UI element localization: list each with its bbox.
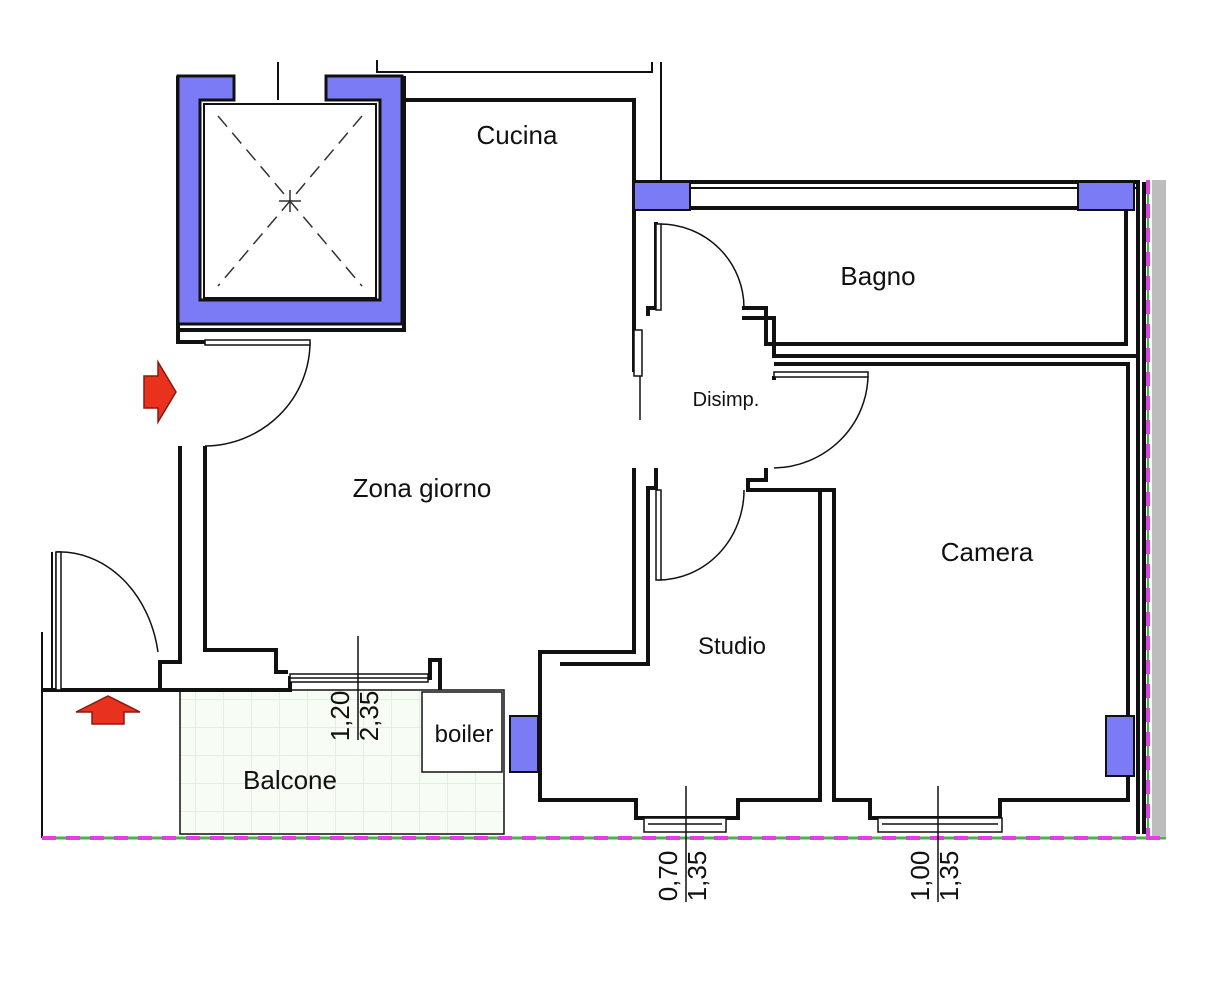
- entrance-arrow-up: [75, 695, 141, 725]
- top-outline: [277, 60, 662, 180]
- column-bagno: [1077, 181, 1135, 211]
- property-boundary: [42, 180, 1166, 840]
- studio-window-height: 1,35: [682, 851, 712, 902]
- column-kitchen: [633, 181, 691, 211]
- column-camera: [1105, 715, 1135, 777]
- label-disimpegno: Disimp.: [693, 389, 760, 411]
- walls: [42, 76, 1146, 834]
- boiler-box: [421, 691, 503, 773]
- label-studio: Studio: [698, 633, 766, 660]
- camera-window-width: 1,00: [905, 851, 935, 902]
- cross-x-icon: [217, 115, 363, 287]
- balcony-window-width: 1,20: [325, 691, 355, 742]
- label-bagno: Bagno: [840, 261, 915, 291]
- right-gray-band: [1152, 180, 1166, 836]
- studio-window-width: 0,70: [653, 851, 683, 902]
- kitchen-sliding-door[interactable]: [633, 329, 643, 377]
- camera-door[interactable]: [773, 373, 869, 469]
- camera-window-frame[interactable]: [877, 817, 1003, 833]
- entrance-arrow-right: [143, 359, 177, 425]
- label-camera: Camera: [941, 537, 1034, 567]
- camera-window-height: 1,35: [934, 851, 964, 902]
- stair-well: [176, 74, 404, 326]
- label-zona-giorno: Zona giorno: [353, 473, 492, 503]
- bagno-door[interactable]: [659, 223, 745, 310]
- windows: [289, 673, 1003, 833]
- label-cucina: Cucina: [477, 120, 558, 150]
- balcony-door[interactable]: [55, 551, 159, 690]
- entrance-door[interactable]: [204, 341, 311, 447]
- label-balcone: Balcone: [243, 765, 337, 795]
- balcony-window-height: 2,35: [354, 691, 384, 742]
- red-arrow-icon: [75, 359, 177, 725]
- label-boiler: boiler: [435, 721, 494, 748]
- studio-window-frame[interactable]: [643, 817, 727, 833]
- dimension-lines: [357, 636, 939, 902]
- columns: [509, 181, 1135, 777]
- column-studio: [509, 715, 539, 773]
- doors: [55, 223, 869, 691]
- studio-door[interactable]: [657, 489, 745, 581]
